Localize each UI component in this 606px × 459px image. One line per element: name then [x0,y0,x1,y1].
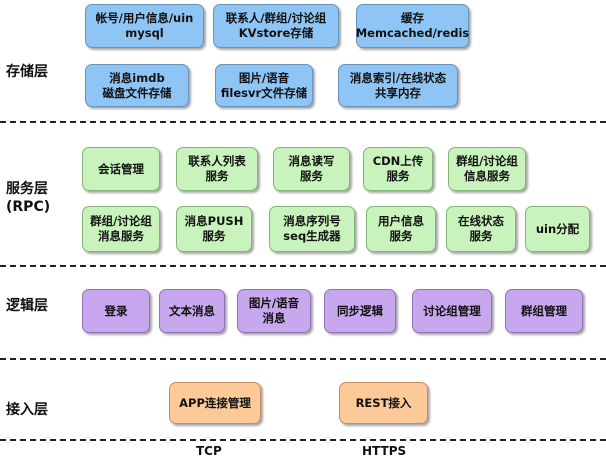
logic-box-discussion: 讨论组管理 [412,289,492,333]
service-box-user-info: 用户信息 服务 [366,206,436,252]
access-box-rest: REST接入 [339,382,428,424]
logic-box-login: 登录 [82,289,150,333]
divider-access-bottom [0,439,606,441]
logic-box-text-message: 文本消息 [159,289,225,333]
protocol-tcp: TCP [196,444,222,458]
storage-box-cache: 缓存 Memcached/redis [356,4,469,48]
service-box-message-push: 消息PUSH 服务 [176,206,252,252]
access-layer-label: 接入层 [6,402,48,418]
service-box-session: 会话管理 [82,147,160,191]
logic-box-sync: 同步逻辑 [324,289,396,333]
service-box-seq-generator: 消息序列号 seq生成器 [269,206,355,252]
storage-box-account-mysql: 帐号/用户信息/uin mysql [85,4,204,48]
storage-box-imdb: 消息imdb 磁盘文件存储 [85,64,189,107]
logic-box-media-message: 图片/语音 消息 [237,289,311,333]
storage-box-filesvr: 图片/语音 filesvr文件存储 [215,64,313,107]
access-box-app-connection: APP连接管理 [169,382,261,424]
service-box-group-info: 群组/讨论组 信息服务 [448,147,526,191]
service-box-contact-list: 联系人列表 服务 [176,147,258,191]
storage-box-contacts-kv: 联系人/群组/讨论组 KVstore存储 [213,4,339,48]
service-layer-label: 服务层 (RPC) [6,181,51,215]
service-box-message-rw: 消息读写 服务 [273,147,350,191]
storage-layer-label: 存储层 [6,64,48,80]
service-box-uin-allocation: uin分配 [525,206,590,252]
logic-box-group: 群组管理 [505,289,583,333]
storage-box-shared-memory: 消息索引/在线状态 共享内存 [338,64,458,107]
service-box-group-message: 群组/讨论组 消息服务 [82,206,160,252]
logic-layer-label: 逻辑层 [6,298,48,314]
divider-service-logic [0,265,606,267]
divider-logic-access [0,358,606,360]
service-box-online-status: 在线状态 服务 [446,206,516,252]
protocol-https: HTTPS [362,444,407,458]
divider-storage-service [0,121,606,123]
service-box-cdn-upload: CDN上传 服务 [363,147,433,191]
